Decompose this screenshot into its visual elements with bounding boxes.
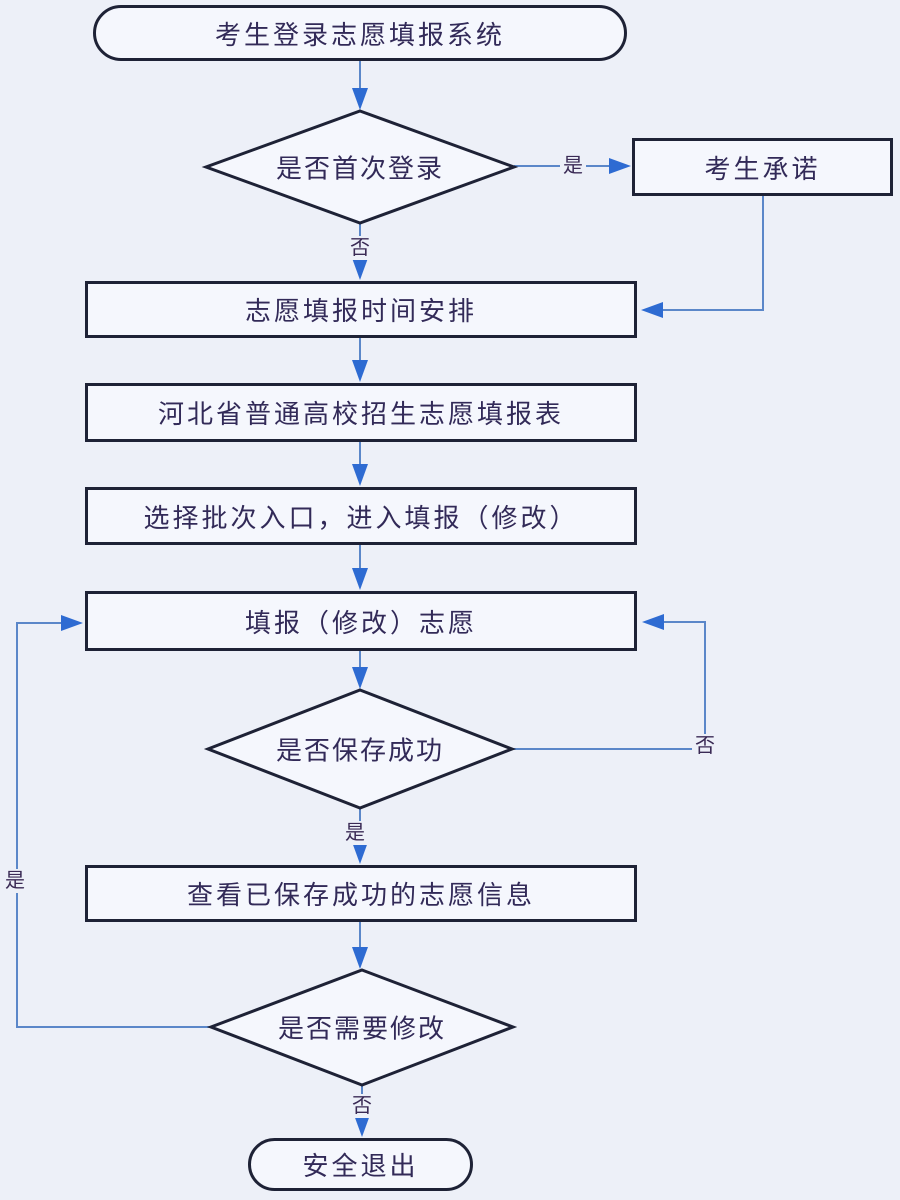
node-start-login: 考生登录志愿填报系统 <box>93 5 627 61</box>
arrowhead-view-to-needmodify <box>352 947 368 969</box>
arrowhead-form-to-batch <box>352 464 368 486</box>
node-select-batch-entrance: 选择批次入口，进入填报（修改） <box>85 487 637 545</box>
node-candidate-commitment: 考生承诺 <box>632 138 893 196</box>
node-filling-time-schedule: 志愿填报时间安排 <box>85 281 637 338</box>
node-hebei-application-form: 河北省普通高校招生志愿填报表 <box>85 383 637 442</box>
node-safe-exit: 安全退出 <box>248 1138 473 1191</box>
arrowhead-firstlogin-to-schedule <box>352 258 368 280</box>
decision-need-modify-shape <box>206 968 518 1087</box>
arrowhead-needmodify-to-exit <box>354 1115 370 1137</box>
arrowhead-batch-to-fill <box>352 568 368 590</box>
arrowhead-saveok-to-view <box>352 842 368 864</box>
edge-label-save-ok-no: 否 <box>692 734 718 758</box>
edge-commitment-to-schedule <box>663 196 764 311</box>
decision-first-login-label: 是否首次登录 <box>275 154 445 184</box>
arrowhead-saveok-no-loop <box>642 614 664 630</box>
arrowhead-schedule-to-form <box>352 360 368 382</box>
decision-save-ok-label: 是否保存成功 <box>275 736 445 766</box>
edge-label-need-modify-yes: 是 <box>2 869 28 893</box>
arrowhead-start-to-firstlogin <box>352 88 368 110</box>
decision-first-login-shape <box>201 109 519 225</box>
decision-need-modify-label: 是否需要修改 <box>277 1014 447 1044</box>
arrowhead-commitment-to-schedule <box>641 302 663 318</box>
arrowhead-firstlogin-to-commitment <box>609 158 631 174</box>
decision-save-ok-shape <box>203 688 517 810</box>
edge-saveok-no-loop <box>512 621 706 750</box>
node-view-saved-choices: 查看已保存成功的志愿信息 <box>85 865 637 922</box>
node-fill-modify-choices: 填报（修改）志愿 <box>85 591 637 651</box>
edge-label-first-login-no: 否 <box>347 236 373 260</box>
edge-needmodify-yes-loop <box>16 622 210 1028</box>
arrowhead-needmodify-yes-loop <box>61 615 83 631</box>
edge-label-first-login-yes: 是 <box>560 154 586 178</box>
arrowhead-fill-to-saveok <box>352 667 368 689</box>
edge-label-need-modify-no: 否 <box>349 1094 375 1118</box>
edge-label-save-ok-yes: 是 <box>342 821 368 845</box>
